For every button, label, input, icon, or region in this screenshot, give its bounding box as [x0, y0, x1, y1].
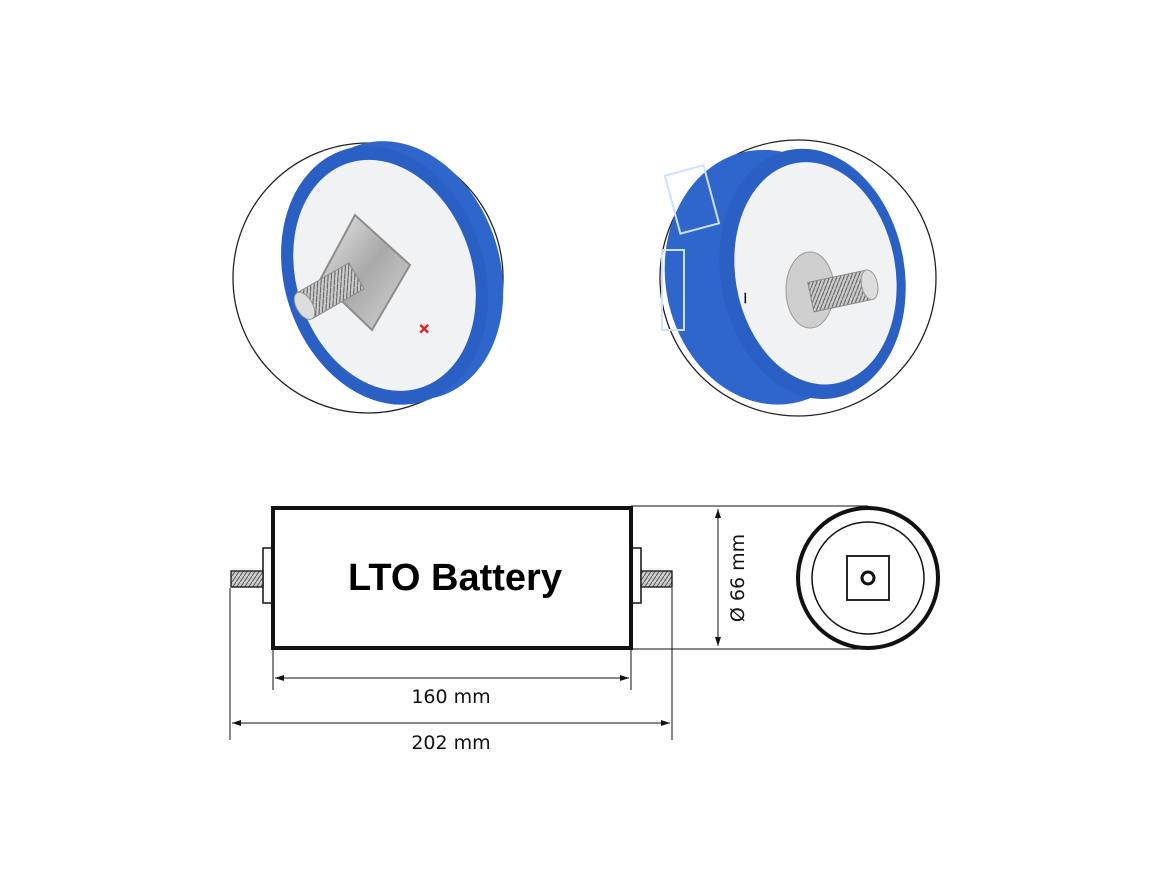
- end-view-drawing: [796, 506, 940, 650]
- positive-terminal-photo: +: [232, 141, 504, 414]
- length-202-dimension-line: [232, 720, 670, 726]
- left-terminal-plate: [262, 547, 273, 604]
- terminal-stud: [293, 262, 365, 320]
- left-terminal-stud: [230, 570, 264, 588]
- right-terminal-stud: [640, 570, 673, 588]
- negative-terminal-photo: −: [659, 139, 937, 417]
- body-length-label: 160 mm: [411, 686, 490, 708]
- right-terminal-plate: [631, 547, 642, 604]
- diameter-dimension-line: [715, 509, 721, 646]
- battery-title: LTO Battery: [348, 557, 562, 599]
- diameter-label: Ø 66 mm: [727, 534, 749, 622]
- negative-mark: −: [733, 292, 758, 305]
- battery-body: [271, 506, 633, 650]
- length-160-dimension-line: [275, 675, 629, 681]
- side-view-drawing: [229, 505, 868, 740]
- total-length-label: 202 mm: [411, 732, 490, 754]
- terminal-stud: [807, 269, 879, 313]
